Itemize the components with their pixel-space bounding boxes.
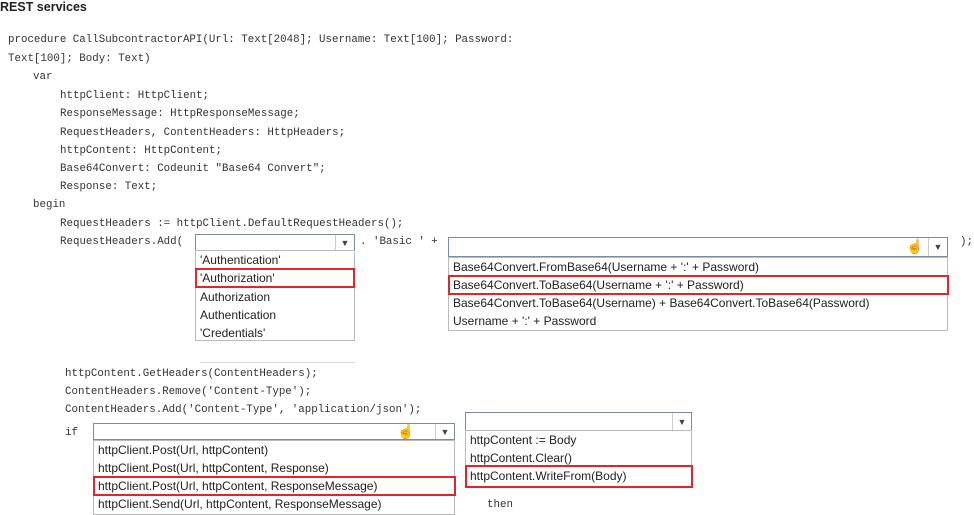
option[interactable]: httpClient.Post(Url, httpContent) [98,443,269,457]
code-line: ); [960,236,973,248]
header-name-dropdown[interactable]: ▼ [195,234,355,251]
option[interactable]: Base64Convert.ToBase64(Username + ':' + … [453,278,744,292]
selected-answer-highlight [465,465,693,488]
selected-answer-highlight [448,275,949,295]
code-line: RequestHeaders, ContentHeaders: HttpHead… [60,127,346,139]
code-line: httpContent.GetHeaders(ContentHeaders); [65,368,318,380]
chevron-down-icon[interactable]: ▼ [335,235,354,250]
section-title: REST services [0,0,87,14]
code-line: var [33,71,53,83]
option[interactable]: 'Authentication' [200,253,281,267]
code-line: Text[100]; Body: Text) [8,53,151,65]
code-line: RequestHeaders := httpClient.DefaultRequ… [60,218,404,230]
post-call-dropdown[interactable]: ▼ [93,423,455,440]
content-options: httpContent := Body httpContent.Clear() … [465,430,692,488]
option[interactable]: Base64Convert.FromBase64(Username + ':' … [453,260,760,274]
code-line: ResponseMessage: HttpResponseMessage; [60,108,300,120]
option[interactable]: Username + ':' + Password [453,314,597,328]
credentials-dropdown[interactable]: ▼ [448,237,948,257]
code-line: if [65,427,78,439]
code-line: . 'Basic ' + [360,236,438,248]
hand-cursor-icon: ☝ [397,423,415,439]
code-line: httpClient: HttpClient; [60,90,210,102]
code-line: procedure CallSubcontractorAPI(Url: Text… [8,34,514,46]
option[interactable]: httpContent.WriteFrom(Body) [470,469,627,483]
code-line: httpContent: HttpContent; [60,145,222,157]
code-line: then [487,499,513,511]
code-line: ContentHeaders.Add('Content-Type', 'appl… [65,404,422,416]
option[interactable]: httpClient.Send(Url, httpContent, Respon… [98,497,382,511]
chevron-down-icon[interactable]: ▼ [928,238,947,256]
option[interactable]: httpContent.Clear() [470,451,573,465]
option[interactable]: Base64Convert.ToBase64(Username) + Base6… [453,296,870,310]
chevron-down-icon[interactable]: ▼ [672,413,691,430]
code-line: Response: Text; [60,181,158,193]
selected-answer-highlight [93,476,456,496]
option[interactable]: 'Authorization' [200,271,275,285]
option[interactable]: Authorization [200,290,271,304]
hand-cursor-icon: ☝ [906,238,924,254]
option[interactable]: httpContent := Body [470,433,577,447]
option[interactable]: Authentication [200,308,277,322]
code-line: begin [33,199,66,211]
content-dropdown[interactable]: ▼ [465,412,692,431]
header-name-options: 'Authentication' 'Authorization' Authori… [195,250,355,341]
option[interactable]: httpClient.Post(Url, httpContent, Respon… [98,461,329,475]
divider [200,362,355,363]
selected-answer-highlight [195,268,355,288]
chevron-down-icon[interactable]: ▼ [435,424,454,439]
option[interactable]: 'Credentials' [200,326,266,340]
code-line: Base64Convert: Codeunit "Base64 Convert"… [60,163,326,175]
code-line: ContentHeaders.Remove('Content-Type'); [65,386,312,398]
code-line: RequestHeaders.Add( [60,236,184,248]
option[interactable]: httpClient.Post(Url, httpContent, Respon… [98,479,378,493]
